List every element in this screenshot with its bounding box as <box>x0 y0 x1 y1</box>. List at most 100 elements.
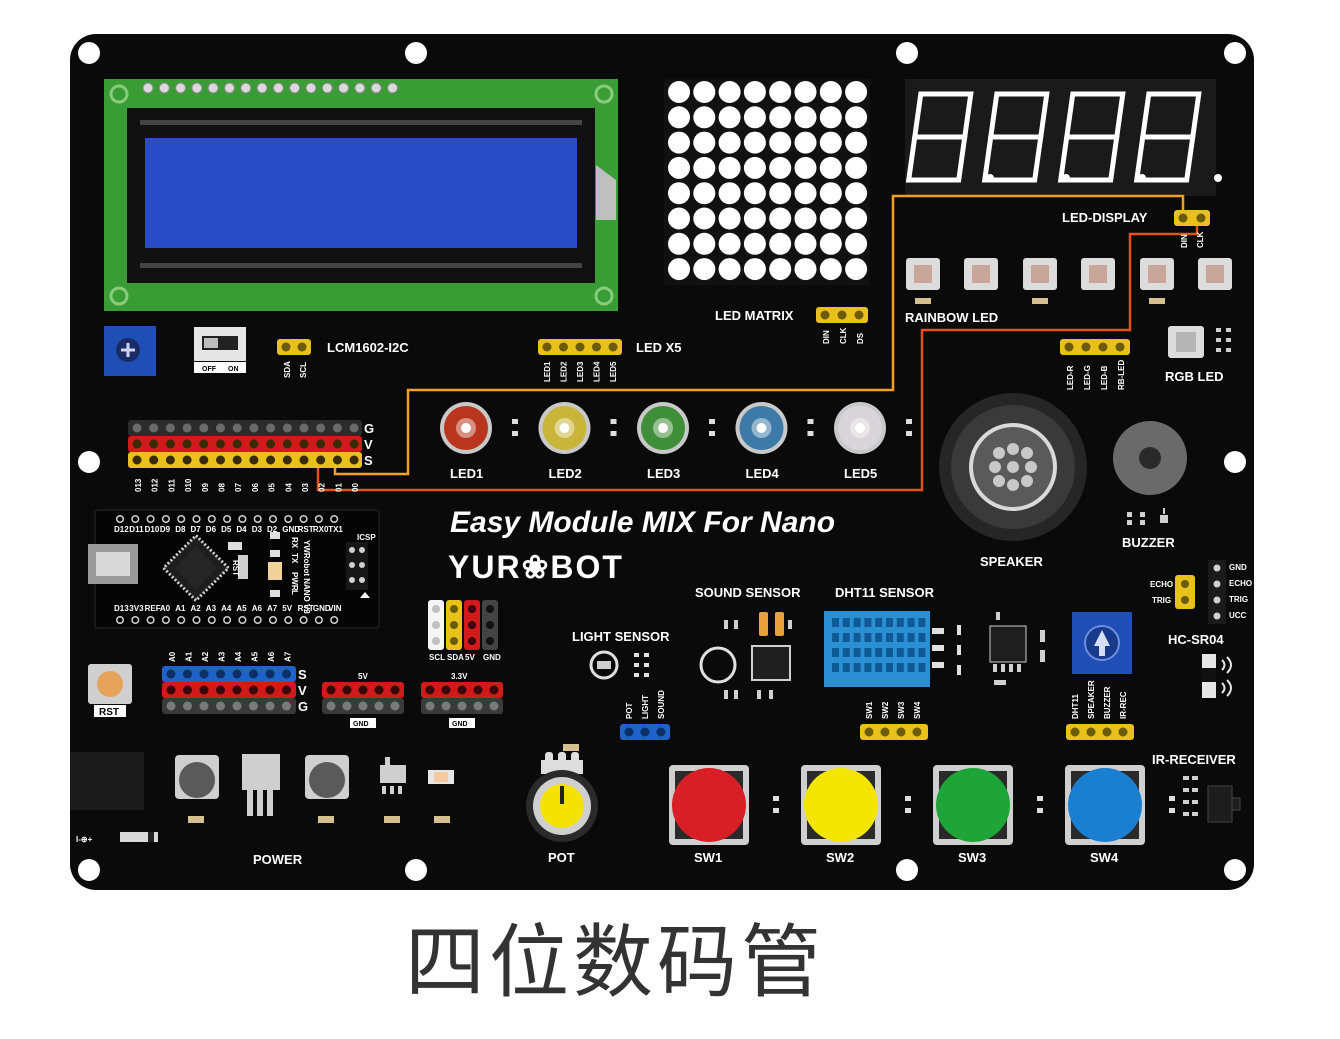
led-matrix-connector: LED MATRIX DIN CLK DS <box>715 307 868 344</box>
sw-pin-4: SW4 <box>913 701 922 719</box>
digital-pin-label: 07 <box>234 483 243 492</box>
switch-cap[interactable] <box>804 768 878 842</box>
nano-top-pin: RX0 <box>313 525 329 534</box>
nano-bottom-pin: VIN <box>328 604 342 613</box>
lcd-module <box>104 79 618 311</box>
sw-pin-2: SW2 <box>881 701 890 719</box>
rgb-pin-g: LED-G <box>1083 365 1092 390</box>
led-display-label: LED-DISPLAY <box>1062 210 1148 225</box>
caption: 四位数码管 <box>405 916 825 1009</box>
digital-pin-label: 04 <box>284 483 293 492</box>
analog-row-label: S <box>298 667 307 682</box>
sensor-pin-pot: POT <box>625 702 634 719</box>
digital-pin-label: 08 <box>218 483 227 492</box>
power-gnd-label: GND <box>353 721 369 728</box>
i2c-pin-label: 5V <box>465 653 475 662</box>
sensor-pin-light: LIGHT <box>641 695 650 719</box>
buzzer-label: BUZZER <box>1122 535 1175 550</box>
digital-row-label: S <box>364 453 373 468</box>
lcd-i2c-connector: LCM1602-I2C SDA SCL <box>277 339 409 378</box>
nano-top-pin: D9 <box>160 525 171 534</box>
analog-pin-label: A4 <box>234 651 243 662</box>
hcsr-trig: TRIG <box>1229 595 1248 604</box>
pot-label: POT <box>548 850 575 865</box>
nano-bottom-pin: A6 <box>252 604 263 613</box>
switch-cap[interactable] <box>672 768 746 842</box>
hcsr-gnd: GND <box>1229 563 1247 572</box>
nano-top-pin: GND <box>282 525 300 534</box>
rgb-led-connector: LED-R LED-G LED-B RB-LED <box>1060 339 1130 390</box>
analog-pin-label: A6 <box>267 651 276 662</box>
rst-button[interactable]: RST <box>88 664 132 718</box>
digital-pin-label: 012 <box>151 478 160 492</box>
power-header-label: 3.3V <box>451 672 468 681</box>
lcd-label: LCM1602-I2C <box>327 340 409 355</box>
ir-receiver-label: IR-RECEIVER <box>1152 752 1236 767</box>
sw-pin-1: SW1 <box>865 701 874 719</box>
analog-row-label: G <box>298 699 308 714</box>
nano-model: YWRobot NANO V3 <box>302 540 311 614</box>
sound-sensor: SOUND SENSOR <box>695 585 801 699</box>
nano-led-l: L <box>290 590 299 595</box>
contrast-trimmer <box>104 326 156 376</box>
switch-cap[interactable] <box>1068 768 1142 842</box>
digital-pin-label: 013 <box>134 478 143 492</box>
ir-receiver: IR-RECEIVER <box>1152 752 1241 823</box>
digital-pin-label: 010 <box>184 478 193 492</box>
sensor-connector: POT LIGHT SOUND <box>620 690 670 740</box>
nano-top-pin: D7 <box>191 525 202 534</box>
digital-row-label: G <box>364 421 374 436</box>
analog-pin-label: A2 <box>201 651 210 662</box>
nano-top-pin: D8 <box>175 525 186 534</box>
hc-sr04: ECHO TRIG GND ECHO TRIG UCC HC-SR04 <box>1150 560 1252 698</box>
ledx5-pin: LED5 <box>609 361 618 382</box>
i2c-pin-label: GND <box>483 653 501 662</box>
ledx5-pin: LED2 <box>560 361 569 382</box>
power-switch: OFF ON <box>194 327 246 373</box>
led-display-connector: LED-DISPLAY DIN CLK <box>1062 210 1210 248</box>
led-label: LED4 <box>746 466 780 481</box>
wire-din <box>333 194 1185 476</box>
digital-pin-label: 00 <box>351 483 360 492</box>
nano-icsp: ICSP <box>357 533 376 542</box>
misc-pin-dht11: DHT11 <box>1071 694 1080 719</box>
nano-led-pwr: PWR <box>290 572 299 591</box>
nano-led-rx: RX <box>290 537 299 549</box>
rainbow-led-label: RAINBOW LED <box>905 310 998 325</box>
wire-clk <box>316 218 1199 492</box>
power-jack-symbol: I-⊕+ <box>76 835 93 844</box>
speaker-label: SPEAKER <box>980 554 1043 569</box>
i2c-pin-label: SCL <box>429 653 445 662</box>
nano-bottom-pin: GND <box>313 604 331 613</box>
i2c-pin-label: SDA <box>447 653 464 662</box>
hcsr-echo-left: ECHO <box>1150 580 1173 589</box>
led-display-pin-clk: CLK <box>1196 231 1205 248</box>
nano-bottom-pin: 5V <box>282 604 292 613</box>
nano-led-tx: TX <box>290 553 299 564</box>
analog-pin-label: A7 <box>284 651 293 662</box>
switch-cap[interactable] <box>936 768 1010 842</box>
analog-row-label: V <box>298 683 307 698</box>
nano-top-pin: D4 <box>236 525 247 534</box>
analog-pin-label: A1 <box>185 651 194 662</box>
nano-rst: RST <box>231 560 240 576</box>
buzzer: BUZZER <box>1113 421 1187 550</box>
potentiometer: POT <box>526 744 598 865</box>
sw-connector: SW1 SW2 SW3 SW4 <box>860 701 928 740</box>
led-matrix-pin-ds: DS <box>856 332 865 344</box>
lcd-pin-sda: SDA <box>283 361 292 378</box>
nano-bottom-pin: A7 <box>267 604 278 613</box>
power-gnd-label: GND <box>452 721 468 728</box>
rst-label: RST <box>99 707 119 718</box>
rgb-led-label: RGB LED <box>1165 369 1224 384</box>
rainbow-led-strip <box>906 258 1232 304</box>
digital-pin-label: 01 <box>334 483 343 492</box>
